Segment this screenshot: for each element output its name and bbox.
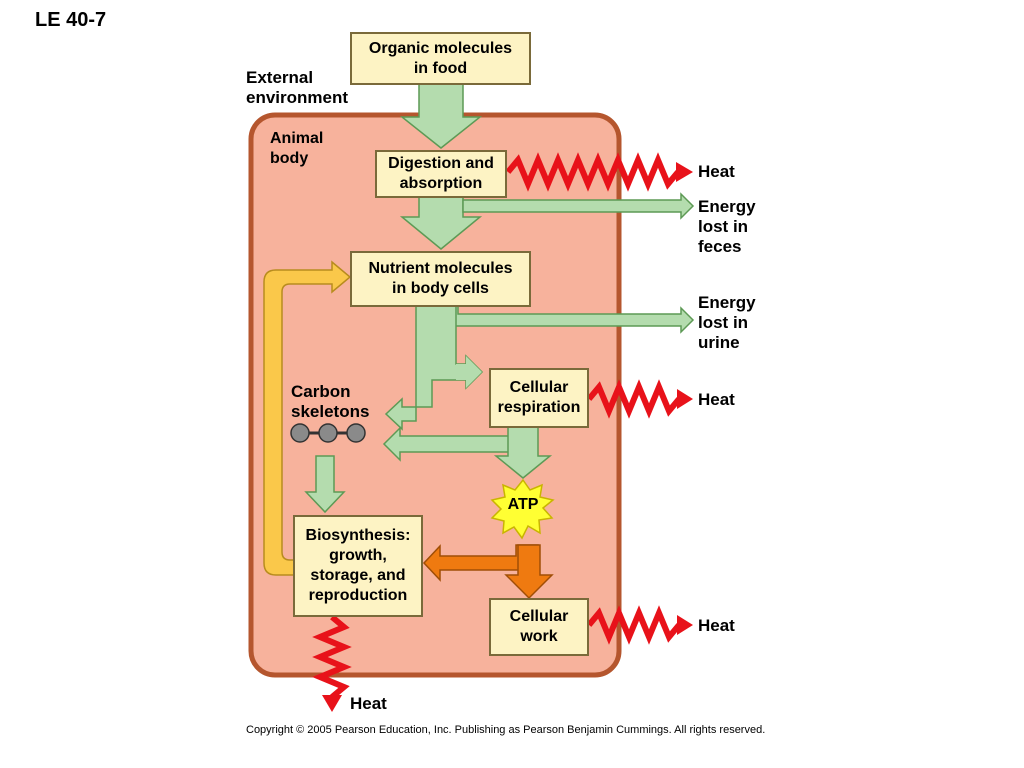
atp-to-biosynthesis-arrow <box>422 544 539 582</box>
heat-biosynthesis-label: Heat <box>350 694 387 713</box>
heat-work-zigzag <box>586 605 682 645</box>
external-environment-label: External environment <box>246 68 349 107</box>
copyright-notice: Copyright © 2005 Pearson Education, Inc.… <box>246 724 766 736</box>
energy-urine-label: Energy lost in urine <box>698 293 756 352</box>
recycling-loop-arrow <box>263 260 352 576</box>
carbon-atom <box>346 423 366 443</box>
atp-label: ATP <box>507 496 539 513</box>
heat-respiration-label: Heat <box>698 390 735 409</box>
nutrient-molecules-box: Nutrient molecules in body cells <box>350 251 531 307</box>
heat-digestion-arrowhead <box>676 162 693 182</box>
heat-biosynthesis-arrowhead <box>322 695 342 712</box>
cellular-respiration-box: Cellular respiration <box>489 368 589 428</box>
respiration-to-skeletons-arrow <box>382 426 517 462</box>
carbon-atom <box>318 423 338 443</box>
heat-digestion-zigzag <box>505 152 681 192</box>
biosynthesis-box: Biosynthesis: growth, storage, and repro… <box>293 515 423 617</box>
nutrients-to-respiration-stem <box>440 356 482 388</box>
organic-molecules-box: Organic molecules in food <box>350 32 531 85</box>
heat-biosynthesis-zigzag <box>312 614 352 700</box>
heat-respiration-arrowhead <box>677 389 693 409</box>
digestion-box: Digestion and absorption <box>375 150 507 198</box>
carbon-atom <box>290 423 310 443</box>
carbon-skeletons-label: Carbon skeletons <box>291 382 370 421</box>
heat-work-arrowhead <box>677 615 693 635</box>
animal-body-label: Animal body <box>270 130 324 167</box>
cellular-work-box: Cellular work <box>489 598 589 656</box>
energy-feces-arrow <box>462 192 695 220</box>
atp-to-work-arrow <box>504 544 554 600</box>
energy-feces-label: Energy lost in feces <box>698 197 756 256</box>
atp-burst <box>490 478 555 540</box>
food-to-digestion-arrow <box>399 83 483 149</box>
heat-respiration-zigzag <box>586 379 682 419</box>
skeletons-to-biosynthesis-arrow <box>304 455 346 514</box>
heat-work-label: Heat <box>698 616 735 635</box>
page-title: LE 40-7 <box>35 9 107 31</box>
heat-digestion-label: Heat <box>698 162 735 181</box>
respiration-to-atp-arrow <box>493 426 553 479</box>
